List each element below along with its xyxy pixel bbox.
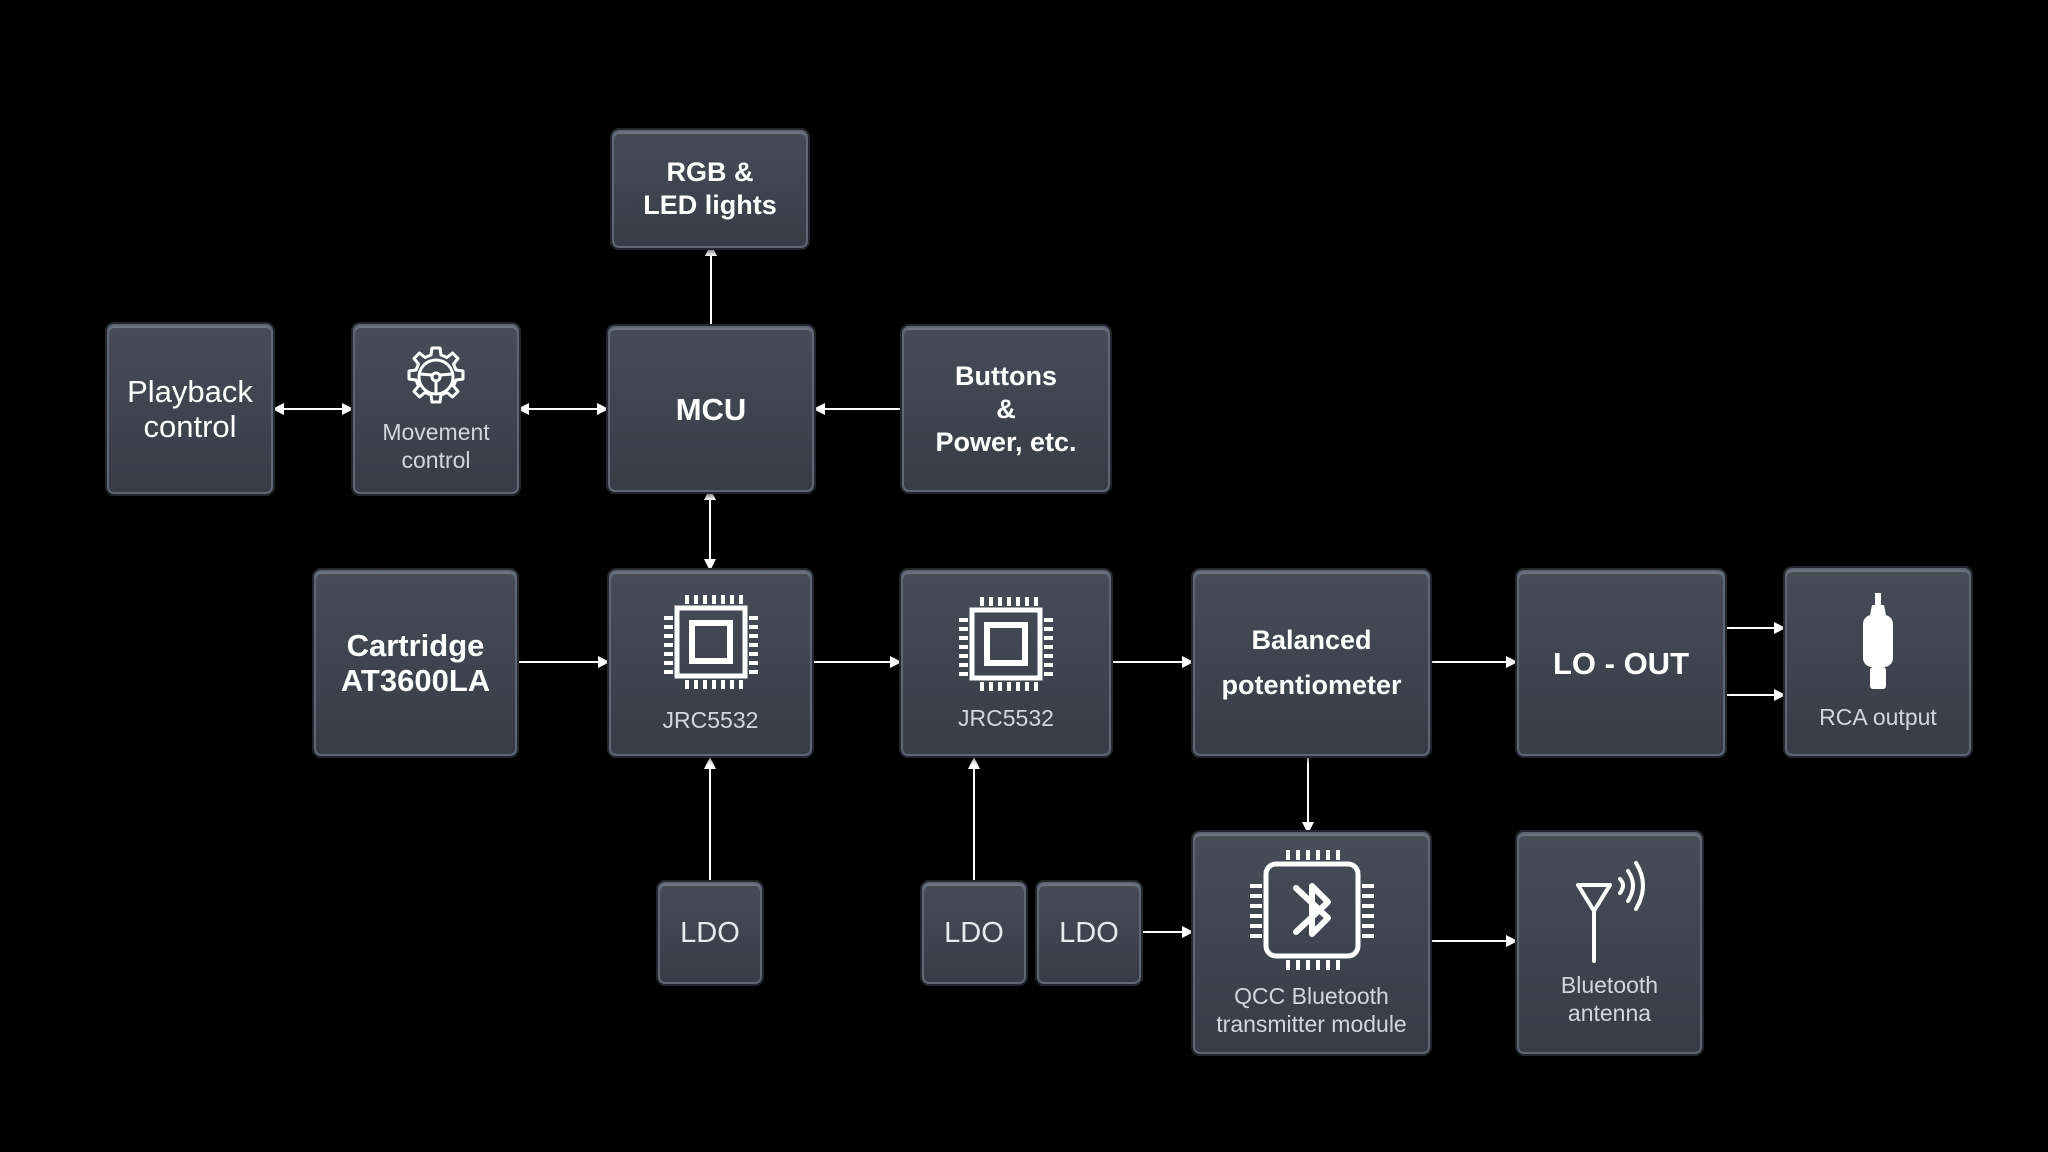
node-playback-control: Playback control xyxy=(107,324,273,494)
steering-gear-icon xyxy=(403,344,469,410)
node-ldo-2: LDO xyxy=(922,882,1026,984)
node-balanced-potentiometer: Balanced potentiometer xyxy=(1193,570,1430,756)
rgb-led-line1: RGB & xyxy=(666,157,754,187)
jrc1-label: JRC5532 xyxy=(662,707,759,733)
buttons-line3: Power, etc. xyxy=(935,426,1077,457)
buttons-line2: & xyxy=(996,393,1016,424)
node-lo-out: LO - OUT xyxy=(1517,570,1725,756)
antenna-line2: antenna xyxy=(1567,1000,1652,1026)
node-ldo-1: LDO xyxy=(658,882,762,984)
buttons-line1: Buttons xyxy=(955,360,1057,391)
qcc-line1: QCC Bluetooth xyxy=(1234,983,1389,1009)
node-movement-control: Movement control xyxy=(353,324,519,494)
jrc2-label: JRC5532 xyxy=(958,705,1054,731)
mcu-label: MCU xyxy=(675,391,747,427)
antenna-icon xyxy=(1574,859,1646,963)
rca-plug-icon xyxy=(1858,593,1898,689)
ldo2-label: LDO xyxy=(944,916,1004,949)
lo-out-label: LO - OUT xyxy=(1552,645,1690,681)
node-rca-output: RCA output xyxy=(1785,568,1971,756)
node-ldo-3: LDO xyxy=(1037,882,1141,984)
node-bluetooth-antenna: Bluetooth antenna xyxy=(1517,832,1702,1054)
movement-line2: control xyxy=(401,447,471,473)
balanced-pot-line1: Balanced xyxy=(1251,625,1372,655)
node-qcc-bluetooth-module: QCC Bluetooth transmitter module xyxy=(1193,832,1430,1054)
playback-line2: control xyxy=(143,409,237,444)
rca-label: RCA output xyxy=(1819,704,1937,730)
antenna-line1: Bluetooth xyxy=(1560,972,1659,998)
node-mcu: MCU xyxy=(608,326,814,492)
cartridge-line1: Cartridge xyxy=(346,628,485,663)
balanced-pot-line2: potentiometer xyxy=(1221,670,1402,700)
ldo1-label: LDO xyxy=(680,916,740,949)
node-cartridge: Cartridge AT3600LA xyxy=(314,570,517,756)
node-buttons-power: Buttons & Power, etc. xyxy=(902,326,1110,492)
node-rgb-led-lights: RGB & LED lights xyxy=(612,130,808,248)
ldo3-label: LDO xyxy=(1059,916,1119,949)
node-jrc5532-1: JRC5532 xyxy=(609,570,812,756)
playback-line1: Playback xyxy=(127,374,253,409)
movement-line1: Movement xyxy=(382,419,490,445)
node-jrc5532-2: JRC5532 xyxy=(901,570,1111,756)
cartridge-line2: AT3600LA xyxy=(340,663,491,698)
bluetooth-chip-icon xyxy=(1248,848,1376,974)
qcc-line2: transmitter module xyxy=(1216,1011,1407,1037)
chip-icon xyxy=(661,592,761,692)
rgb-led-line2: LED lights xyxy=(643,190,777,220)
chip-icon xyxy=(956,594,1056,694)
